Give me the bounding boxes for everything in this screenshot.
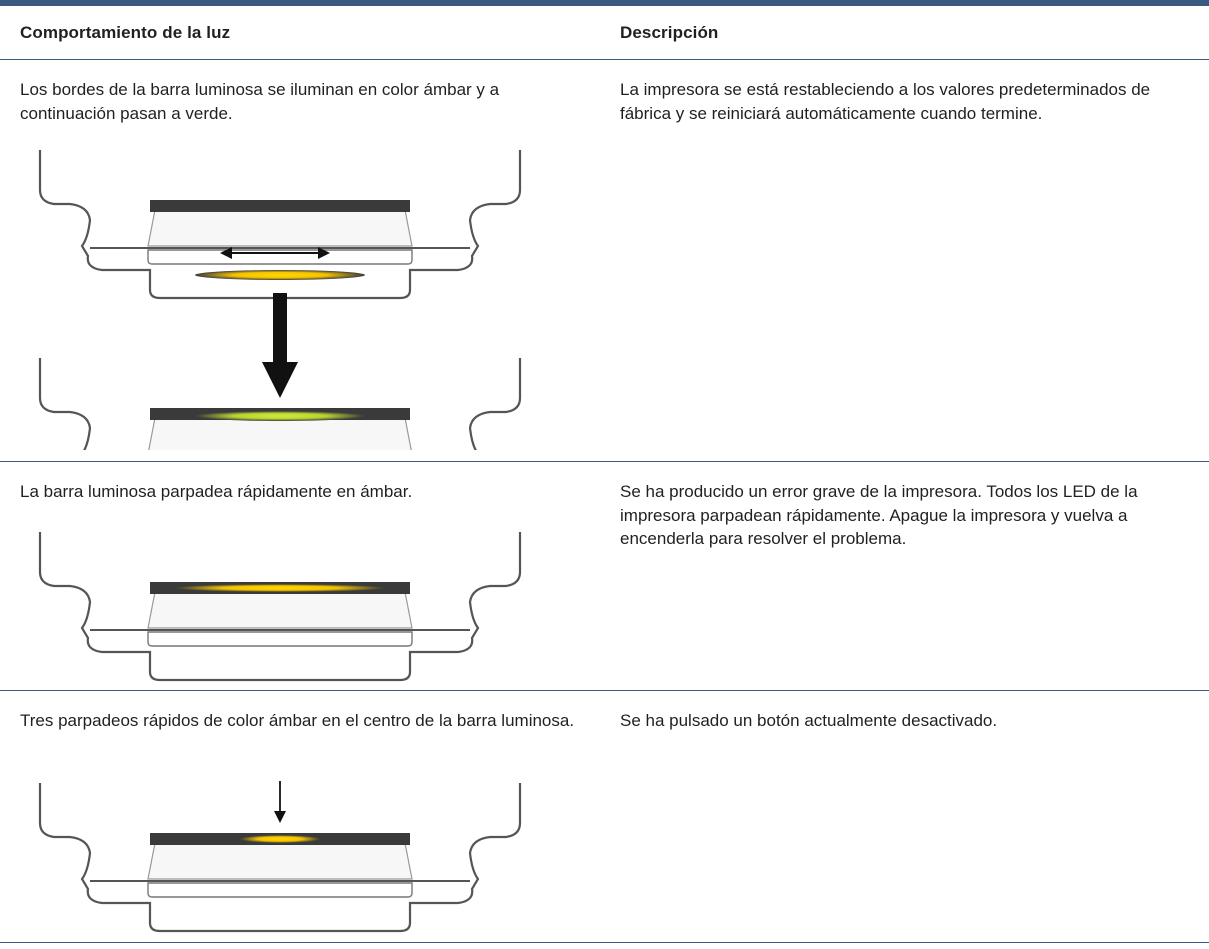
description-text: Se ha pulsado un botón actualmente desac… bbox=[620, 711, 998, 730]
printer-light-bar-illustration bbox=[38, 532, 522, 682]
description-text: La impresora se está restableciendo a lo… bbox=[620, 80, 1151, 123]
table-top-rule bbox=[0, 0, 1209, 6]
behavior-text: Los bordes de la barra luminosa se ilumi… bbox=[20, 80, 500, 123]
behavior-text: Tres parpadeos rápidos de color ámbar en… bbox=[20, 711, 575, 730]
table-header: Comportamiento de la luz Descripción bbox=[0, 6, 1209, 60]
behavior-text: La barra luminosa parpadea rápidamente e… bbox=[20, 482, 413, 501]
description-text: Se ha producido un error grave de la imp… bbox=[620, 482, 1138, 548]
amber-light bbox=[195, 270, 365, 280]
printer-light-bar-illustration bbox=[38, 150, 522, 450]
amber-light bbox=[175, 584, 385, 592]
header-behavior: Comportamiento de la luz bbox=[20, 23, 231, 42]
table-row: La barra luminosa parpadea rápidamente e… bbox=[0, 462, 1209, 691]
printer-light-bar-illustration bbox=[38, 781, 522, 933]
amber-light bbox=[240, 835, 320, 843]
table-row: Tres parpadeos rápidos de color ámbar en… bbox=[0, 691, 1209, 943]
header-description: Descripción bbox=[620, 23, 719, 42]
table-row: Los bordes de la barra luminosa se ilumi… bbox=[0, 60, 1209, 462]
green-light bbox=[195, 411, 365, 421]
